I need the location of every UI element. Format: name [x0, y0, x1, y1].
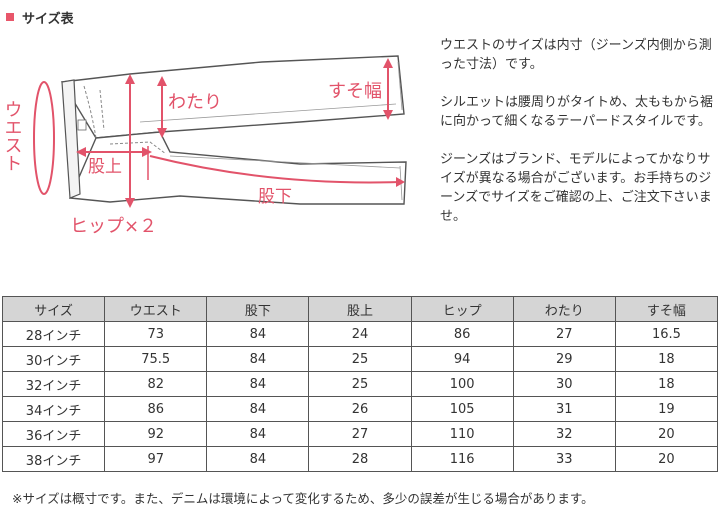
- cell-hip: 86: [410, 321, 514, 347]
- cell-thigh: 30: [512, 371, 616, 397]
- cell-thigh: 27: [512, 321, 616, 347]
- cell-hem-width: 19: [614, 396, 719, 422]
- table-row: 36インチ 92 84 27 110 32 20: [1, 421, 719, 447]
- cell-size: 36インチ: [1, 421, 106, 447]
- table-row: 38インチ 97 84 28 116 33 20: [1, 446, 719, 472]
- cell-inseam: 84: [206, 321, 310, 347]
- cell-hip: 116: [410, 446, 514, 472]
- section-title: サイズ表: [6, 6, 74, 28]
- cell-inseam: 84: [206, 396, 310, 422]
- cell-hem-width: 18: [614, 346, 719, 372]
- cell-size: 32インチ: [1, 371, 106, 397]
- cell-waist: 82: [104, 371, 208, 397]
- header-thigh: わたり: [512, 296, 616, 322]
- cell-size: 38インチ: [1, 446, 106, 472]
- cell-inseam: 84: [206, 421, 310, 447]
- table-row: 34インチ 86 84 26 105 31 19: [1, 396, 719, 422]
- susohaba-label: すそ幅: [328, 81, 382, 102]
- description-waist: ウエストのサイズは内寸（ジーンズ内側から測った寸法）です。: [440, 38, 712, 72]
- cell-inseam: 84: [206, 371, 310, 397]
- cell-rise: 25: [308, 371, 412, 397]
- cell-thigh: 33: [512, 446, 616, 472]
- cell-hip: 110: [410, 421, 514, 447]
- cell-hem-width: 20: [614, 446, 719, 472]
- cell-size: 28インチ: [1, 321, 106, 347]
- table-row: 28インチ 73 84 24 86 27 16.5: [1, 321, 719, 347]
- description: ウエストのサイズは内寸（ジーンズ内側から測った寸法）です。 シルエットは腰周りが…: [440, 36, 716, 245]
- matashita-label: 股下: [258, 187, 292, 207]
- table-header-row: サイズ ウエスト 股下 股上 ヒップ わたり すそ幅: [1, 296, 719, 322]
- cell-hip: 94: [410, 346, 514, 372]
- cell-hip: 105: [410, 396, 514, 422]
- cell-rise: 27: [308, 421, 412, 447]
- cell-inseam: 84: [206, 446, 310, 472]
- section-title-text: サイズ表: [22, 11, 74, 27]
- header-waist: ウエスト: [104, 296, 208, 322]
- cell-inseam: 84: [206, 346, 310, 372]
- cell-hem-width: 16.5: [614, 321, 719, 347]
- cell-size: 30インチ: [1, 346, 106, 372]
- cell-waist: 73: [104, 321, 208, 347]
- hip-label: ヒップ×２: [70, 216, 157, 237]
- jeans-diagram: ウエスト わたり すそ幅 股上 股下 ヒップ×２: [0, 34, 430, 244]
- header-hem-width: すそ幅: [614, 296, 719, 322]
- cell-waist: 97: [104, 446, 208, 472]
- cell-waist: 75.5: [104, 346, 208, 372]
- waist-label: ウエスト: [2, 100, 23, 172]
- table-row: 32インチ 82 84 25 100 30 18: [1, 371, 719, 397]
- cell-hip: 100: [410, 371, 514, 397]
- cell-size: 34インチ: [1, 396, 106, 422]
- size-table: サイズ ウエスト 股下 股上 ヒップ わたり すそ幅 28インチ 73 84 2…: [1, 296, 719, 472]
- cell-waist: 86: [104, 396, 208, 422]
- cell-hem-width: 20: [614, 421, 719, 447]
- description-silhouette: シルエットは腰周りがタイトめ、太ももから裾に向かって細くなるテーパードスタイルで…: [440, 95, 714, 129]
- table-row: 30インチ 75.5 84 25 94 29 18: [1, 346, 719, 372]
- jeans-lower-leg: [68, 131, 407, 205]
- size-note: ※サイズは概寸です。また、デニムは環境によって変化するため、多少の誤差が生じる場…: [12, 491, 594, 506]
- cell-rise: 24: [308, 321, 412, 347]
- watari-label: わたり: [168, 92, 222, 113]
- cell-hem-width: 18: [614, 371, 719, 397]
- header-inseam: 股下: [206, 296, 310, 322]
- cell-rise: 26: [308, 396, 412, 422]
- cell-waist: 92: [104, 421, 208, 447]
- cell-rise: 28: [308, 446, 412, 472]
- header-rise: 股上: [308, 296, 412, 322]
- cell-thigh: 31: [512, 396, 616, 422]
- description-brand-note: ジーンズはブランド、モデルによってかなりサイズが異なる場合がございます。お手持ち…: [440, 152, 712, 224]
- cell-thigh: 29: [512, 346, 616, 372]
- bullet-square-icon: [6, 13, 14, 21]
- jeans-waistband: [61, 79, 81, 199]
- cell-thigh: 32: [512, 421, 616, 447]
- header-hip: ヒップ: [410, 296, 514, 322]
- header-size: サイズ: [1, 296, 106, 322]
- cell-rise: 25: [308, 346, 412, 372]
- mataue-label: 股上: [88, 157, 122, 177]
